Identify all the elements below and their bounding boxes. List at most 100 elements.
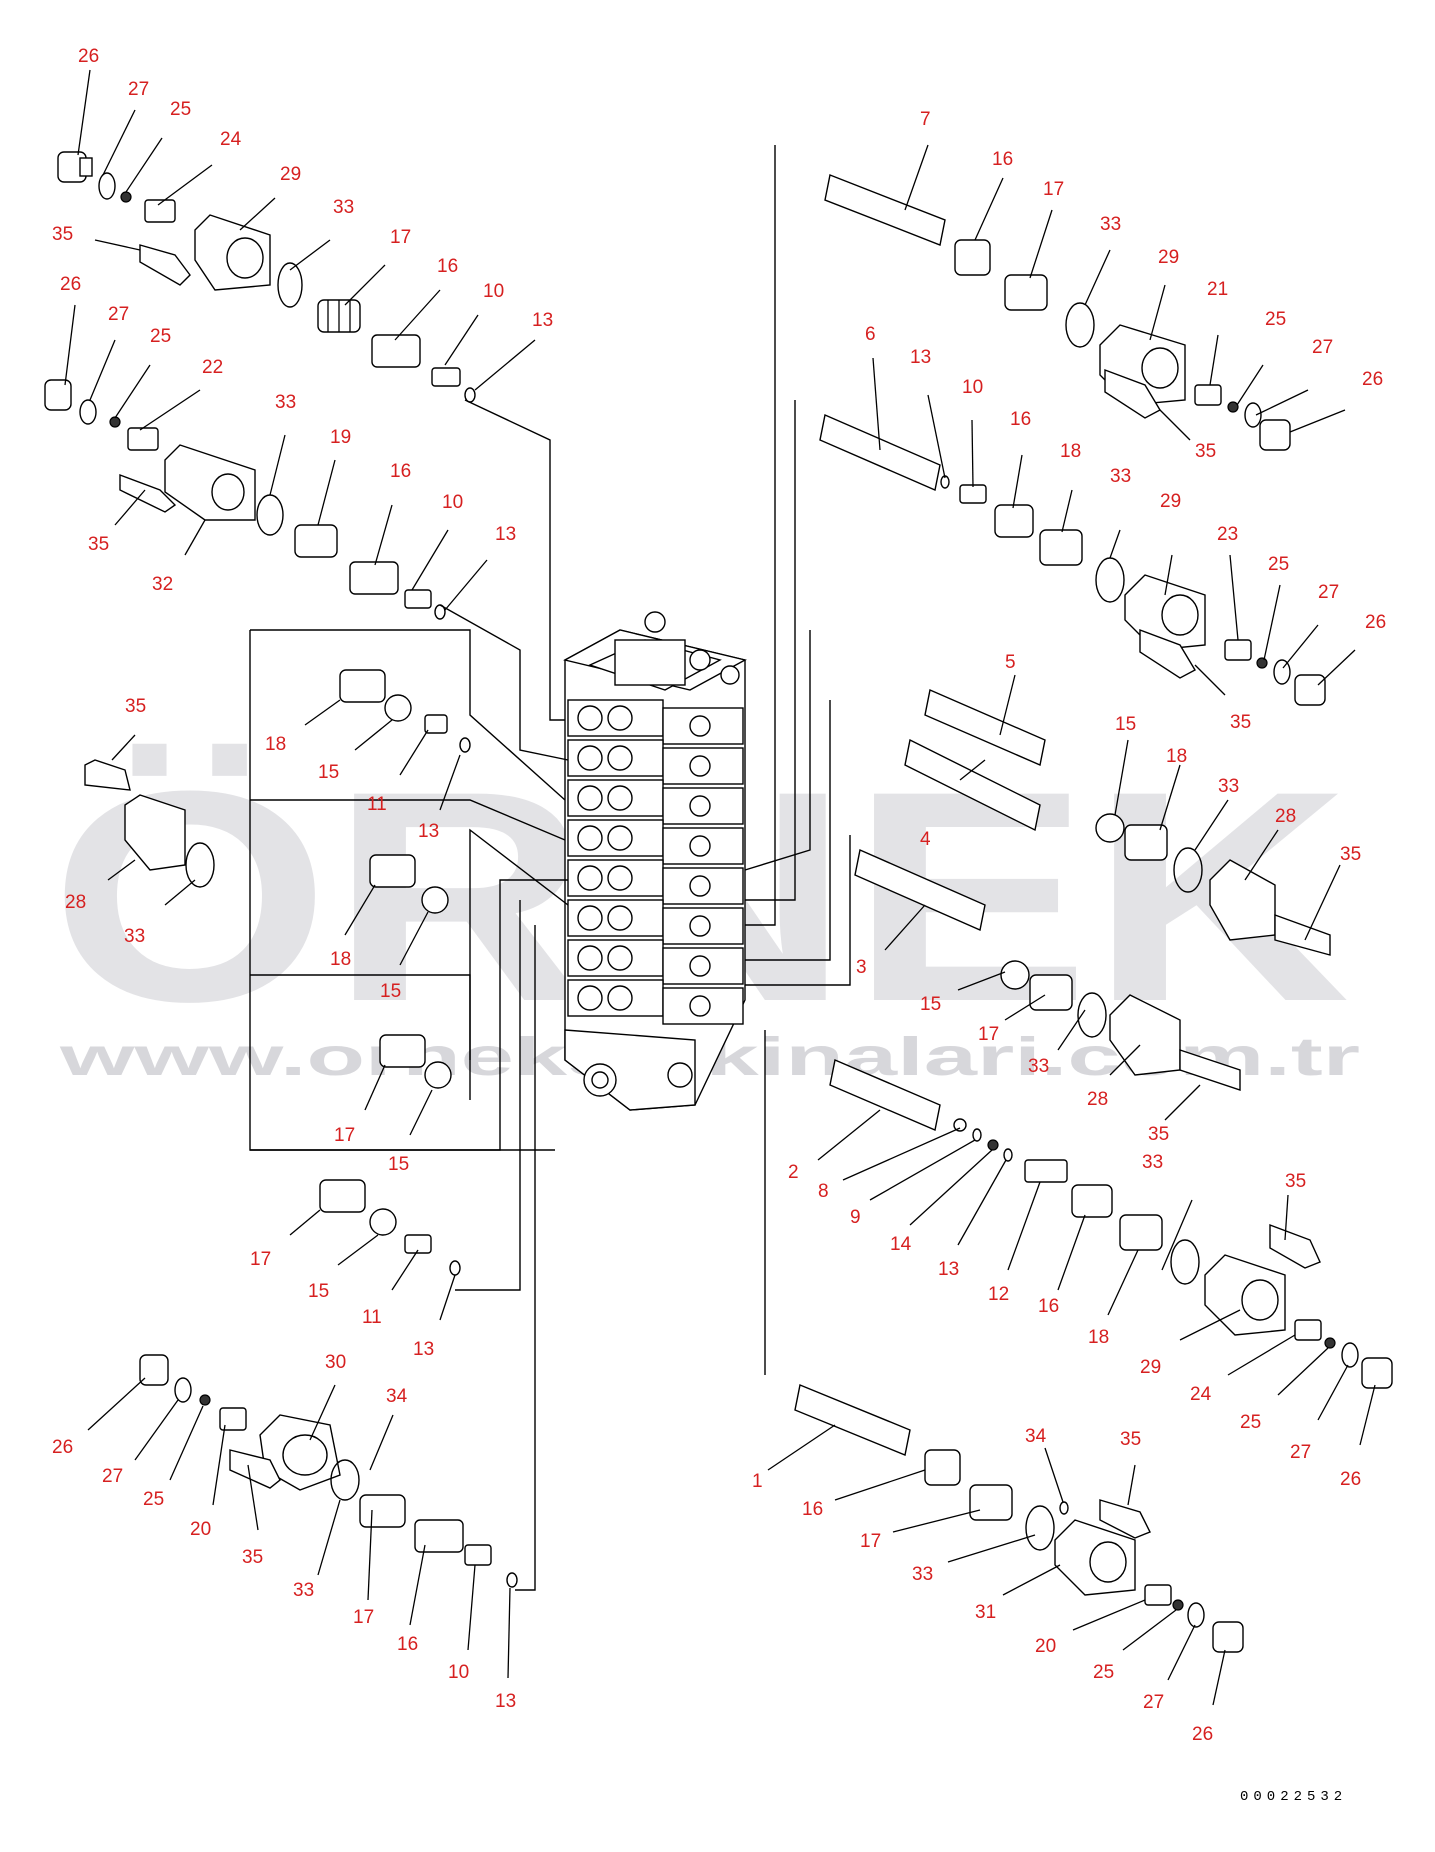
callout: 27 (1143, 1692, 1164, 1713)
callout: 18 (265, 734, 286, 755)
callout: 13 (495, 524, 516, 545)
callout: 21 (1207, 279, 1228, 300)
callout: 35 (1230, 712, 1251, 733)
callout: 26 (52, 1437, 73, 1458)
callout: 33 (1218, 776, 1239, 797)
callout: 16 (397, 1634, 418, 1655)
end-cap-29 (194, 214, 271, 291)
callout: 33 (1100, 214, 1121, 235)
callout: 17 (353, 1607, 374, 1628)
callout: 27 (1318, 582, 1339, 603)
callout: 4 (920, 829, 931, 850)
callout: 33 (912, 1564, 933, 1585)
callout: 33 (1028, 1056, 1049, 1077)
end-cap-32 (164, 444, 256, 521)
callout: 25 (1240, 1412, 1261, 1433)
callout: 26 (78, 46, 99, 67)
callout: 32 (152, 574, 173, 595)
callout: 29 (1158, 247, 1179, 268)
callout: 10 (442, 492, 463, 513)
callout: 35 (1120, 1429, 1141, 1450)
callout: 11 (362, 1307, 382, 1328)
callout: 13 (938, 1259, 959, 1280)
callout: 28 (1275, 806, 1296, 827)
callout: 25 (1265, 309, 1286, 330)
callout: 15 (380, 981, 401, 1002)
callout: 22 (202, 357, 223, 378)
callout: 33 (1110, 466, 1131, 487)
callout: 15 (1115, 714, 1136, 735)
callout: 35 (1340, 844, 1361, 865)
callout: 13 (495, 1691, 516, 1712)
callout: 18 (1088, 1327, 1109, 1348)
callout: 17 (1043, 179, 1064, 200)
callout: 35 (125, 696, 146, 717)
valve-sections (567, 699, 744, 1025)
callout: 8 (818, 1181, 829, 1202)
callout: 17 (390, 227, 411, 248)
callout: 33 (275, 392, 296, 413)
callout: 18 (1060, 441, 1081, 462)
callout: 17 (860, 1531, 881, 1552)
callout: 35 (1285, 1171, 1306, 1192)
callout: 33 (124, 926, 145, 947)
callout: 10 (448, 1662, 469, 1683)
callout-labels: 26 27 25 24 29 35 33 17 16 10 13 26 27 2… (52, 46, 1386, 1745)
callout: 16 (1010, 409, 1031, 430)
callout: 25 (1268, 554, 1289, 575)
callout: 18 (330, 949, 351, 970)
callout: 29 (1160, 491, 1181, 512)
callout: 27 (1290, 1442, 1311, 1463)
callout: 26 (1365, 612, 1386, 633)
callout: 17 (978, 1024, 999, 1045)
callout: 28 (1087, 1089, 1108, 1110)
valve-body (563, 611, 747, 1111)
callout: 3 (856, 957, 867, 978)
callout: 26 (60, 274, 81, 295)
callout: 25 (143, 1489, 164, 1510)
callout: 26 (1340, 1469, 1361, 1490)
spool-6 (819, 414, 941, 491)
spring-17 (317, 299, 361, 333)
callout: 20 (1035, 1636, 1056, 1657)
end-cap-30 (259, 1414, 341, 1491)
callout: 13 (910, 347, 931, 368)
callout: 30 (325, 1352, 346, 1373)
callout: 15 (388, 1154, 409, 1175)
callout: 16 (390, 461, 411, 482)
callout: 18 (1166, 746, 1187, 767)
callout: 27 (128, 79, 149, 100)
callout: 10 (483, 281, 504, 302)
callout: 35 (1148, 1124, 1169, 1145)
callout: 35 (52, 224, 73, 245)
callout: 33 (293, 1580, 314, 1601)
spool-4 (904, 738, 1041, 832)
callout: 27 (1312, 337, 1333, 358)
callout: 13 (413, 1339, 434, 1360)
callout: 26 (1192, 1724, 1213, 1745)
callout: 29 (1140, 1357, 1161, 1378)
callout: 19 (330, 427, 351, 448)
callout: 10 (962, 377, 983, 398)
callout: 26 (1362, 369, 1383, 390)
callout: 15 (318, 762, 339, 783)
routing-lines (249, 145, 851, 1591)
callout: 35 (1195, 441, 1216, 462)
callout: 35 (242, 1547, 263, 1568)
callout: 24 (1190, 1384, 1212, 1405)
callout: 13 (418, 821, 439, 842)
callout: 34 (1025, 1426, 1047, 1447)
callout: 34 (386, 1386, 408, 1407)
callout: 14 (890, 1234, 912, 1255)
spool-3 (854, 849, 986, 931)
callout: 6 (865, 324, 876, 345)
callout: 16 (992, 149, 1013, 170)
plug-26-top-left (57, 151, 93, 183)
callout: 17 (250, 1249, 271, 1270)
callout: 13 (532, 310, 553, 331)
callout: 27 (108, 304, 129, 325)
callout: 20 (190, 1519, 211, 1540)
callout: 29 (280, 164, 301, 185)
callout: 1 (752, 1471, 763, 1492)
